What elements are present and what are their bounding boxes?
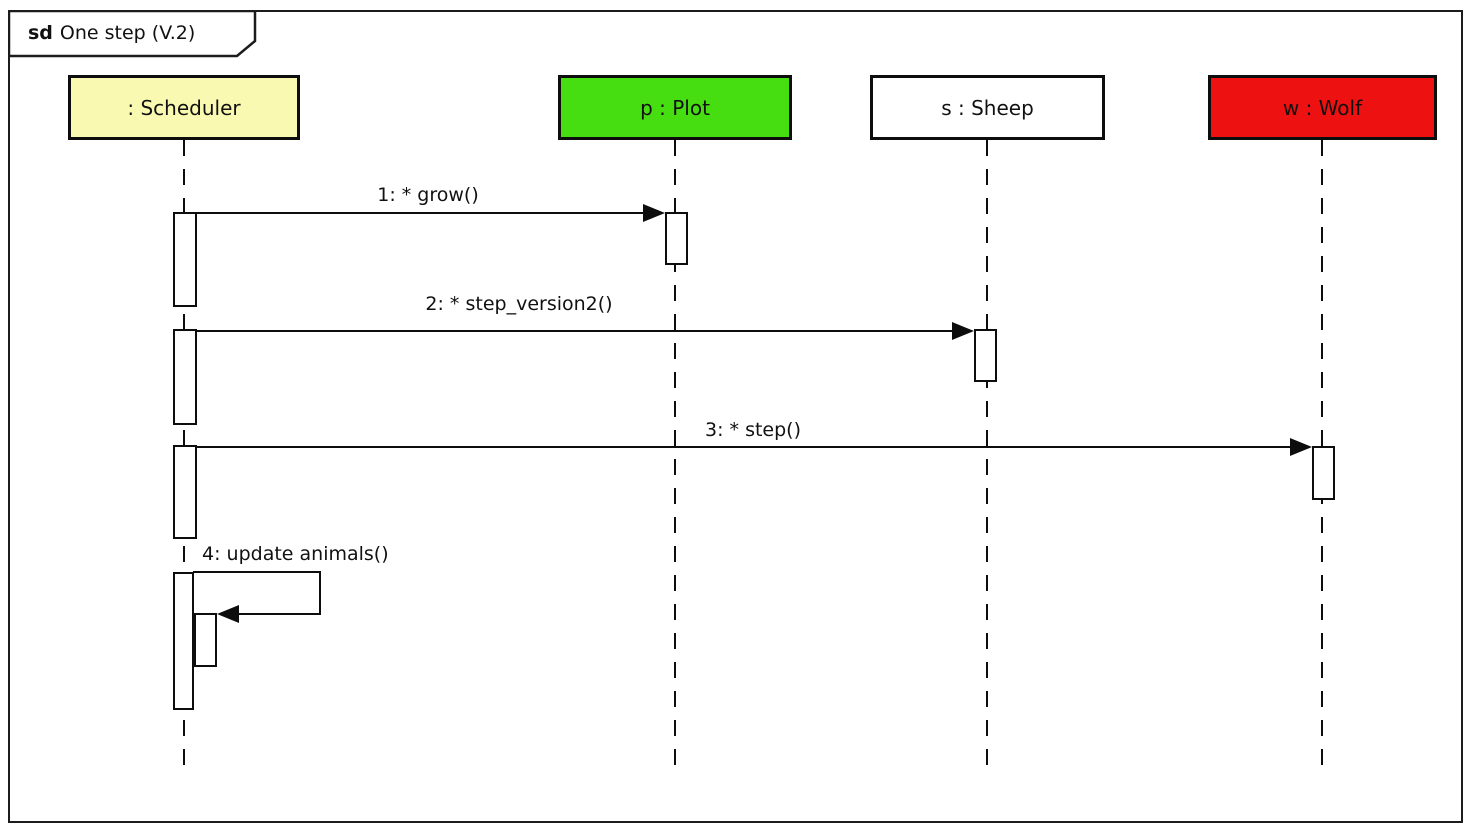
activation-scheduler-4	[173, 572, 194, 710]
message-3-arrowhead-icon	[1290, 438, 1312, 456]
activation-scheduler-2	[173, 329, 197, 425]
frame-label: sd One step (V.2)	[28, 20, 195, 46]
message-3-line	[196, 446, 1292, 448]
activation-scheduler-1	[173, 212, 197, 307]
activation-wolf	[1312, 446, 1335, 500]
message-2-arrowhead-icon	[952, 322, 974, 340]
activation-scheduler-4-nested	[194, 613, 217, 667]
lifeline-head-sheep: s : Sheep	[870, 75, 1105, 140]
message-4-line-right	[319, 571, 321, 615]
activation-plot	[665, 212, 688, 265]
message-2-label: 2: * step_version2()	[425, 293, 613, 315]
lifeline-head-plot: p : Plot	[558, 75, 792, 140]
message-1-arrowhead-icon	[643, 204, 665, 222]
sequence-frame-border	[8, 10, 1463, 823]
lifeline-sheep	[986, 140, 988, 766]
message-4-line-top	[193, 571, 321, 573]
message-4-line-return	[238, 613, 321, 615]
lifeline-head-scheduler: : Scheduler	[68, 75, 300, 140]
lifeline-head-wolf: w : Wolf	[1208, 75, 1437, 140]
message-4-label: 4: update animals()	[202, 543, 389, 565]
activation-scheduler-3	[173, 445, 197, 539]
message-1-line	[196, 212, 645, 214]
message-2-line	[196, 330, 954, 332]
frame-title: One step (V.2)	[59, 22, 196, 44]
frame-label-tab-shape	[8, 10, 257, 58]
message-1-label: 1: * grow()	[377, 184, 479, 206]
message-4-arrowhead-icon	[217, 605, 239, 623]
activation-sheep	[974, 329, 997, 382]
lifeline-plot	[674, 140, 676, 766]
frame-keyword: sd	[28, 22, 53, 44]
message-3-label: 3: * step()	[705, 419, 801, 441]
